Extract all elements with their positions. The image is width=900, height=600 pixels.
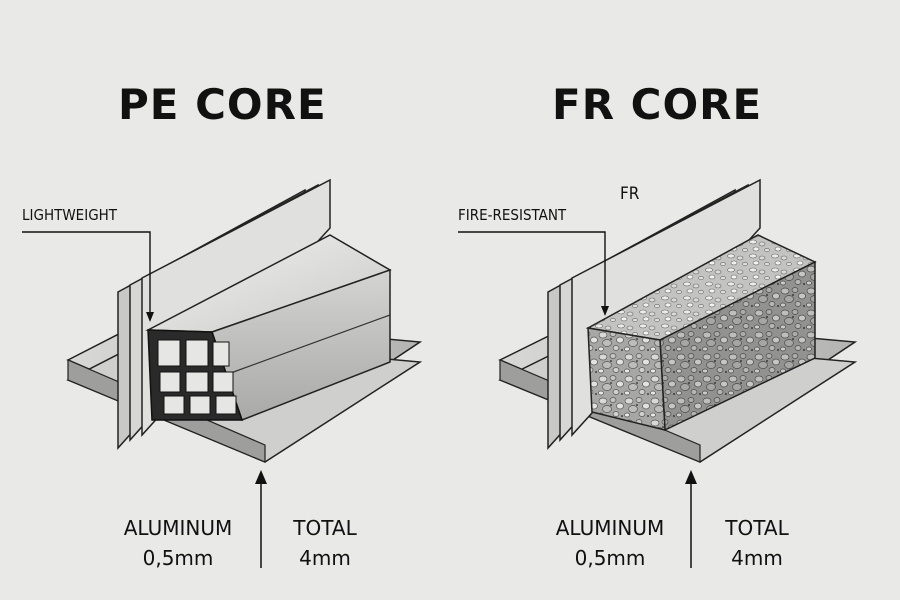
fr-core-label: FR — [620, 184, 640, 204]
fr-aluminum-label: ALUMINUM — [555, 516, 665, 540]
fr-total-label: TOTAL — [725, 516, 789, 540]
fr-aluminum-value: 0,5mm — [574, 546, 646, 570]
fire-resistant-callout: FIRE-RESISTANT — [458, 206, 567, 224]
pe-aluminum-value: 0,5mm — [142, 546, 214, 570]
fr-total-value: 4mm — [731, 546, 783, 570]
pe-aluminum-label: ALUMINUM — [123, 516, 233, 540]
pe-total-label: TOTAL — [293, 516, 357, 540]
pe-total-value: 4mm — [299, 546, 351, 570]
pe-core-title: PE CORE — [118, 80, 327, 129]
fr-core-title: FR CORE — [552, 80, 763, 129]
pe-core-illustration — [22, 178, 423, 568]
lightweight-callout: LIGHTWEIGHT — [22, 206, 118, 224]
fr-core-illustration — [458, 178, 858, 568]
